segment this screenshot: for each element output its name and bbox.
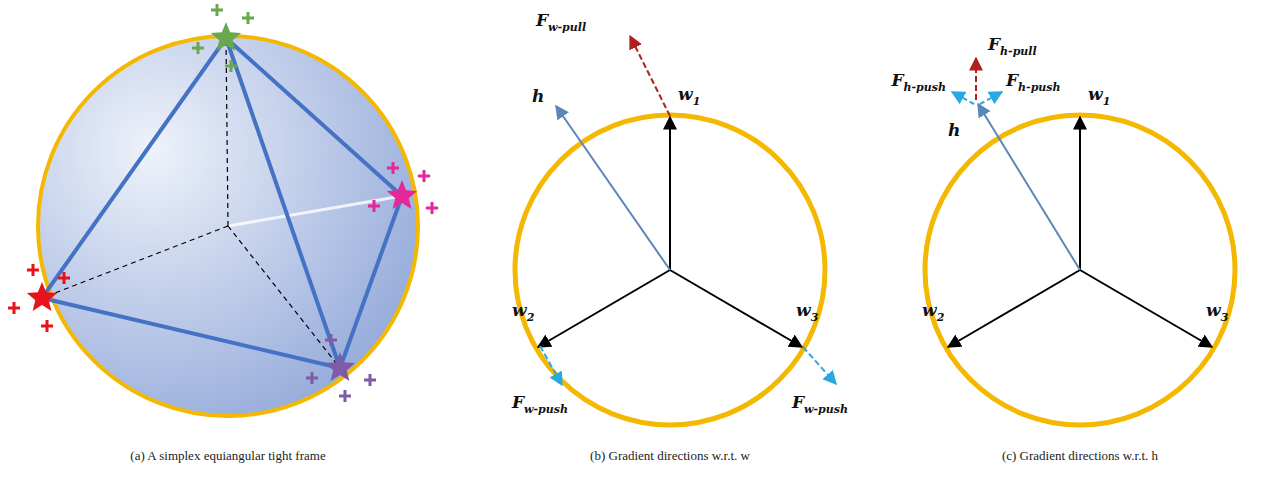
vector-label: w1 (678, 84, 700, 107)
vector-label: w2 (512, 300, 534, 323)
class-star (325, 352, 355, 381)
label-text: (c) Gradient directions w.r.t. h (1002, 448, 1158, 463)
subscript: w-pull (548, 21, 586, 34)
vector-label: w3 (1206, 300, 1228, 323)
class-star (211, 22, 241, 51)
label-text: w (796, 300, 811, 320)
subscript: 1 (1103, 95, 1111, 108)
label-text: F (512, 392, 524, 412)
label-text: w (1088, 84, 1103, 104)
class-star (387, 180, 417, 209)
label-text: F (792, 392, 804, 412)
vector-label: w1 (1088, 84, 1110, 107)
label-text: h (532, 86, 544, 106)
sample-plus (41, 320, 53, 332)
sample-plus (27, 264, 39, 276)
subscript: w-push (804, 403, 848, 416)
panel-b-drawing (515, 36, 836, 425)
sample-plus (325, 334, 337, 346)
label-text: (b) Gradient directions w.r.t. w (590, 448, 750, 463)
subscript: 2 (527, 311, 535, 324)
vector-label: w3 (796, 300, 818, 323)
subscript: h-push (1018, 81, 1060, 94)
sample-plus (58, 272, 70, 284)
force-label: Fw-push (792, 392, 848, 415)
sample-plus (225, 60, 237, 72)
sample-plus (306, 372, 318, 384)
label-text: w (512, 300, 527, 320)
class-star (27, 282, 57, 311)
subscript: h-pull (1000, 45, 1037, 58)
subscript: 3 (1221, 311, 1229, 324)
sample-plus (192, 42, 204, 54)
force-label: Fh-push (1006, 70, 1061, 93)
sample-plus (426, 202, 438, 214)
sample-plus (211, 4, 223, 16)
vector-label: h (948, 120, 960, 140)
subfigure-caption: (a) A simplex equiangular tight frame (130, 448, 325, 464)
label-text: F (536, 10, 548, 30)
sample-plus (368, 200, 380, 212)
label-text: w (678, 84, 693, 104)
subfigure-caption: (c) Gradient directions w.r.t. h (1002, 448, 1158, 464)
sample-plus (387, 162, 399, 174)
label-text: w (1206, 300, 1221, 320)
sample-plus (8, 302, 20, 314)
label-text: h (948, 120, 960, 140)
label-text: w (922, 300, 937, 320)
force-label: Fw-pull (536, 10, 586, 33)
subscript: h-push (904, 81, 946, 94)
label-text: F (988, 34, 1000, 54)
vector-label: h (532, 86, 544, 106)
sample-plus (242, 12, 254, 24)
force-label: Fh-push (891, 70, 946, 93)
panel-c-drawing (925, 58, 1235, 425)
label-text: F (891, 70, 903, 90)
sample-plus (364, 374, 376, 386)
label-text: F (1006, 70, 1018, 90)
force-label: Fh-pull (988, 34, 1037, 57)
subscript: 3 (811, 311, 819, 324)
label-text: (a) A simplex equiangular tight frame (130, 448, 325, 463)
subfigure-caption: (b) Gradient directions w.r.t. w (590, 448, 750, 464)
sample-plus (418, 170, 430, 182)
simplex-sphere (8, 4, 438, 416)
vector-label: w2 (922, 300, 944, 323)
force-label: Fw-push (512, 392, 568, 415)
subscript: 2 (937, 311, 945, 324)
sample-plus (339, 390, 351, 402)
subscript: 1 (693, 95, 701, 108)
subscript: w-push (524, 403, 568, 416)
